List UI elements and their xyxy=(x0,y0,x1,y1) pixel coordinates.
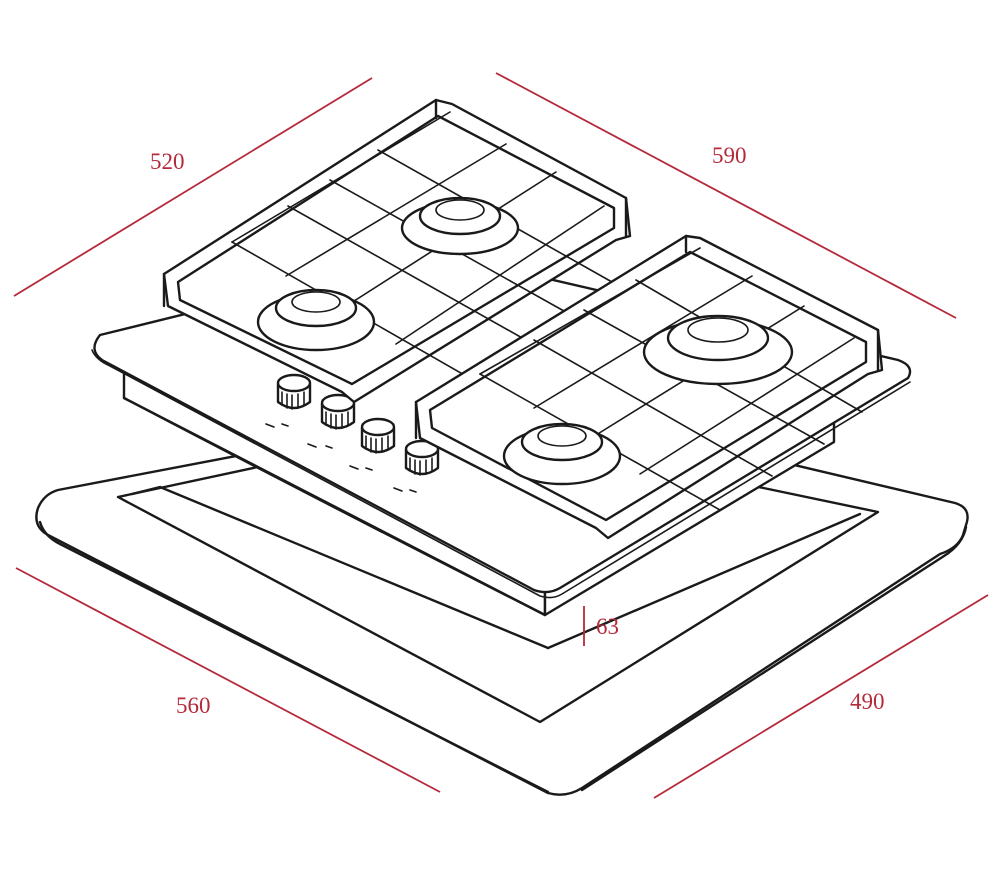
dim-line-width-top xyxy=(495,72,957,319)
knob-1 xyxy=(276,373,312,410)
burner-front-left xyxy=(256,288,376,352)
dim-label-height: 63 xyxy=(596,614,619,639)
burner-rear-left xyxy=(400,196,520,256)
dim-label-width-top: 590 xyxy=(712,143,747,168)
dim-line-depth-top xyxy=(13,77,373,297)
dimension-labels: 520 590 63 560 490 xyxy=(150,143,885,718)
dim-label-cutout-depth: 490 xyxy=(850,689,885,714)
knob-3 xyxy=(360,417,396,454)
knob-4 xyxy=(404,439,440,476)
burners xyxy=(256,196,794,486)
control-knobs xyxy=(265,373,440,493)
knob-2 xyxy=(320,393,356,430)
dim-label-depth-top: 520 xyxy=(150,149,185,174)
burner-rear-right xyxy=(642,314,794,386)
dim-line-cutout-width xyxy=(15,567,441,793)
burner-front-right xyxy=(502,422,622,486)
dimension-lines xyxy=(13,72,989,799)
dim-line-cutout-depth xyxy=(653,594,989,799)
dim-label-cutout-width: 560 xyxy=(176,693,211,718)
